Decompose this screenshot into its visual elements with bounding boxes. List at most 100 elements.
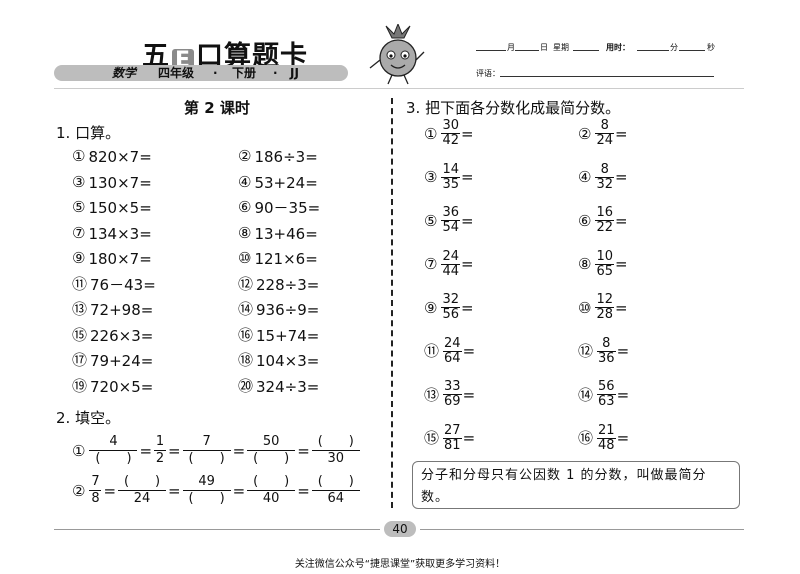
circled-number: ② [578, 124, 592, 143]
equals-sign: = [616, 385, 630, 404]
fraction: ( )24 [118, 474, 167, 507]
numerator: 21 [598, 422, 615, 438]
denominator-blank[interactable]: ( ) [182, 450, 231, 467]
circled-number: ⑫ [238, 274, 254, 293]
fraction: ( )40 [247, 474, 296, 507]
lesson-title: 第 2 课时 [184, 99, 250, 117]
circled-number: ④ [238, 172, 252, 191]
circled-number: ② [238, 147, 252, 165]
fraction: ( )30 [311, 434, 360, 467]
equals-sign: = [232, 481, 246, 500]
numerator-blank[interactable]: ( ) [317, 474, 354, 489]
calc-expression: 324÷3= [256, 377, 320, 396]
numerator: 50 [262, 434, 280, 449]
equals-sign: = [462, 429, 476, 447]
weekday-label: 星期 [553, 43, 569, 52]
numerator: 24 [444, 335, 461, 351]
circled-number: ⑤ [424, 211, 438, 230]
month-blank[interactable] [476, 50, 506, 51]
section1-title: 1. 口算。 [56, 124, 121, 142]
subject-label: 数学 [112, 66, 137, 80]
footer-note: 关注微信公众号“捷思课堂”获取更多学习资料！ [294, 559, 506, 570]
numerator: 14 [442, 161, 459, 177]
month-label: 月 [507, 43, 515, 52]
subject-bar: 数学 四年级 · 下册 · JJ [54, 65, 348, 81]
numerator-blank[interactable]: ( ) [253, 474, 290, 489]
numerator-blank[interactable]: ( ) [123, 474, 161, 489]
numerator: 27 [444, 422, 461, 438]
denominator: 24 [118, 490, 167, 507]
second-blank[interactable] [679, 50, 705, 51]
denominator-blank[interactable]: ( ) [89, 450, 138, 467]
weekday-blank[interactable] [573, 50, 599, 51]
calc-expression: 180×7= [88, 250, 152, 268]
denominator-blank[interactable]: ( ) [182, 490, 231, 507]
denominator: 56 [441, 307, 460, 322]
equals-sign: = [462, 342, 476, 360]
equals-sign: = [168, 441, 181, 460]
calc-expression: 820×7= [88, 148, 152, 166]
circled-number: ⑭ [238, 300, 254, 318]
denominator-blank[interactable]: ( ) [247, 450, 296, 467]
numerator: 10 [596, 248, 613, 264]
numerator: 8 [602, 335, 611, 351]
numerator: 33 [444, 379, 461, 394]
numerator: 7 [202, 434, 211, 449]
circled-number: ⑩ [578, 298, 592, 317]
time-label: 用时： [606, 43, 630, 52]
denominator: 69 [443, 394, 462, 409]
eval-blank[interactable] [500, 76, 714, 77]
circled-number: ⑧ [238, 223, 252, 242]
minute-blank[interactable] [637, 50, 669, 51]
numerator-blank[interactable]: ( ) [317, 434, 354, 449]
numerator: 56 [598, 379, 615, 394]
circled-number: ⑥ [578, 211, 592, 230]
numerator: 16 [596, 205, 613, 220]
day-blank[interactable] [515, 50, 539, 51]
sep-1: · [213, 66, 218, 80]
